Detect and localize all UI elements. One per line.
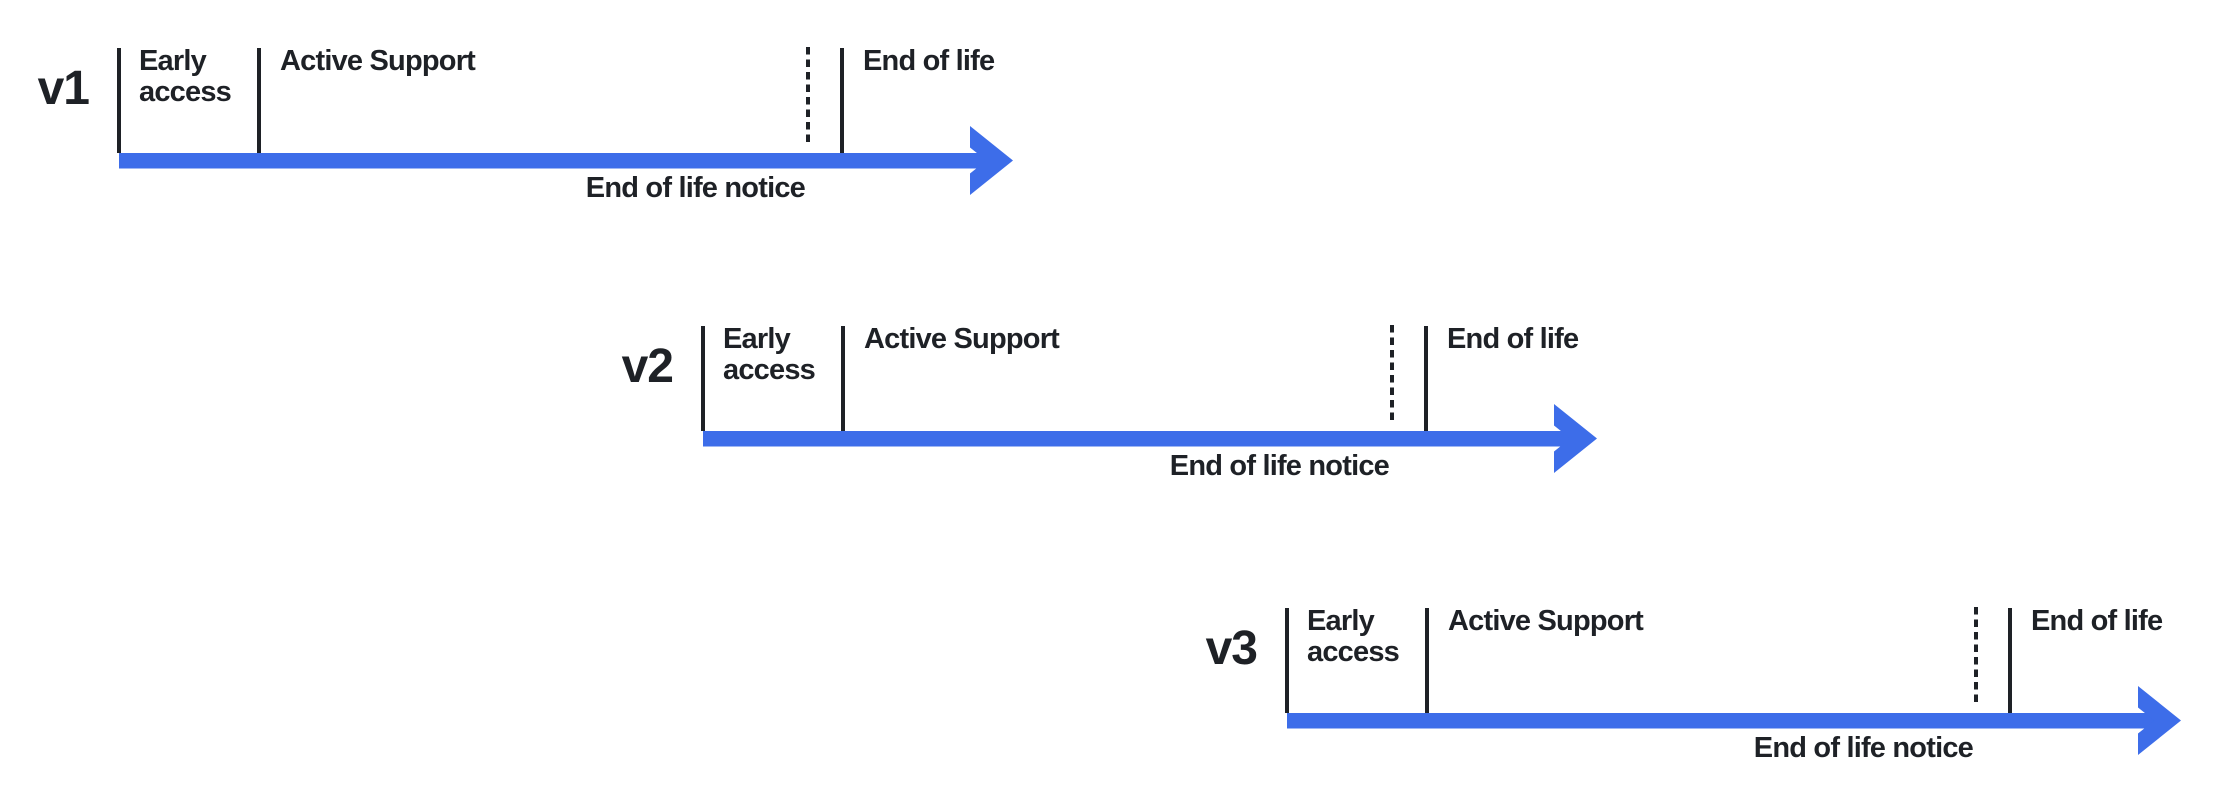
active-support-tick xyxy=(257,48,261,153)
end-of-life-notice-label: End of life notice xyxy=(1169,450,1390,482)
end-of-life-label: End of life xyxy=(1447,323,1579,355)
timeline-arrow-graphic xyxy=(1285,607,2181,755)
end-of-life-notice-label: End of life notice xyxy=(585,172,806,204)
start-tick xyxy=(701,326,705,431)
timeline-bar xyxy=(703,431,1579,447)
start-tick xyxy=(1285,608,1289,713)
start-tick xyxy=(117,48,121,153)
timeline-row-v3: v3 Early access Active Support End of li… xyxy=(1206,590,2228,800)
version-label: v2 xyxy=(621,340,674,393)
early-access-label: Early access xyxy=(139,45,232,108)
timeline-bar xyxy=(119,153,995,169)
arrowhead-icon xyxy=(970,126,1013,195)
end-of-life-label: End of life xyxy=(863,45,995,77)
end-of-life-tick xyxy=(840,48,844,153)
end-of-life-tick xyxy=(1424,326,1428,431)
active-support-label: Active Support xyxy=(1448,605,1644,637)
early-access-label: Early access xyxy=(1307,605,1400,668)
early-access-label: Early access xyxy=(723,323,816,386)
timeline-bar xyxy=(1287,713,2163,729)
active-support-tick xyxy=(1425,608,1429,713)
end-of-life-tick xyxy=(2008,608,2012,713)
end-of-life-label: End of life xyxy=(2031,605,2163,637)
timeline-row-v1: v1 Early access Active Support End of li… xyxy=(38,30,1079,240)
version-label: v1 xyxy=(37,62,90,115)
arrowhead-icon xyxy=(2138,686,2181,755)
arrowhead-icon xyxy=(1554,404,1597,473)
end-of-life-notice-label: End of life notice xyxy=(1753,732,1974,764)
active-support-label: Active Support xyxy=(864,323,1060,355)
active-support-label: Active Support xyxy=(280,45,476,77)
timeline-arrow-graphic xyxy=(117,47,1013,195)
timeline-arrow-graphic xyxy=(701,325,1597,473)
active-support-tick xyxy=(841,326,845,431)
version-label: v3 xyxy=(1205,622,1258,675)
timeline-row-v2: v2 Early access Active Support End of li… xyxy=(622,308,1663,518)
